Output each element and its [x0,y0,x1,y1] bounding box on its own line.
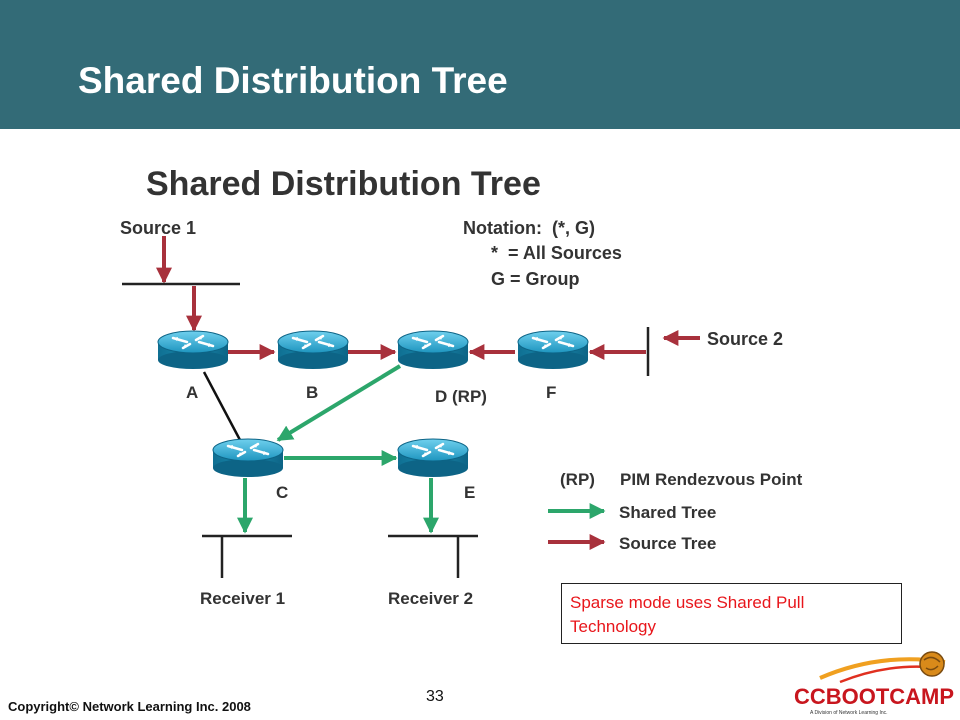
receiver-2-label: Receiver 2 [388,589,473,608]
router-f-label: F [546,383,556,402]
router-b-label: B [306,383,318,402]
router-a-label: A [186,383,198,402]
legend-rp-desc: PIM Rendezvous Point [620,470,803,489]
source-2-label: Source 2 [707,329,783,349]
router-a-icon [156,329,230,371]
page-number: 33 [426,688,444,705]
receiver-1-label: Receiver 1 [200,589,285,608]
ccbootcamp-logo: CCBOOTCAMP A Division of Network Learnin… [794,651,954,716]
source-1-label: Source 1 [120,218,196,238]
link-d-c [276,364,402,442]
legend-shared-label: Shared Tree [619,503,716,522]
notation-line-3: G = Group [491,269,580,289]
router-c-icon [211,437,285,479]
globe-icon [919,651,945,677]
note-box: Sparse mode uses Shared Pull Technology [561,583,902,644]
notation-line-2: * = All Sources [491,243,622,263]
link-a-c [202,371,242,441]
router-f-icon [516,329,590,371]
logo-wordmark: CCBOOTCAMP [794,684,954,709]
legend-source-label: Source Tree [619,534,716,553]
slide-header: Shared Distribution Tree [0,0,960,129]
logo-tagline: A Division of Network Learning Inc. [810,710,888,716]
router-d-label: D (RP) [435,387,487,406]
router-d-icon [396,329,470,371]
router-e-label: E [464,483,475,502]
diagram-heading: Shared Distribution Tree [146,165,541,203]
router-b-icon [276,329,350,371]
slide-title: Shared Distribution Tree [78,60,508,101]
router-c-label: C [276,483,288,502]
notation-line-1: Notation: (*, G) [463,218,595,238]
legend-rp-key: (RP) [560,470,595,489]
router-e-icon [396,437,470,479]
copyright: Copyright© Network Learning Inc. 2008 [8,699,251,714]
